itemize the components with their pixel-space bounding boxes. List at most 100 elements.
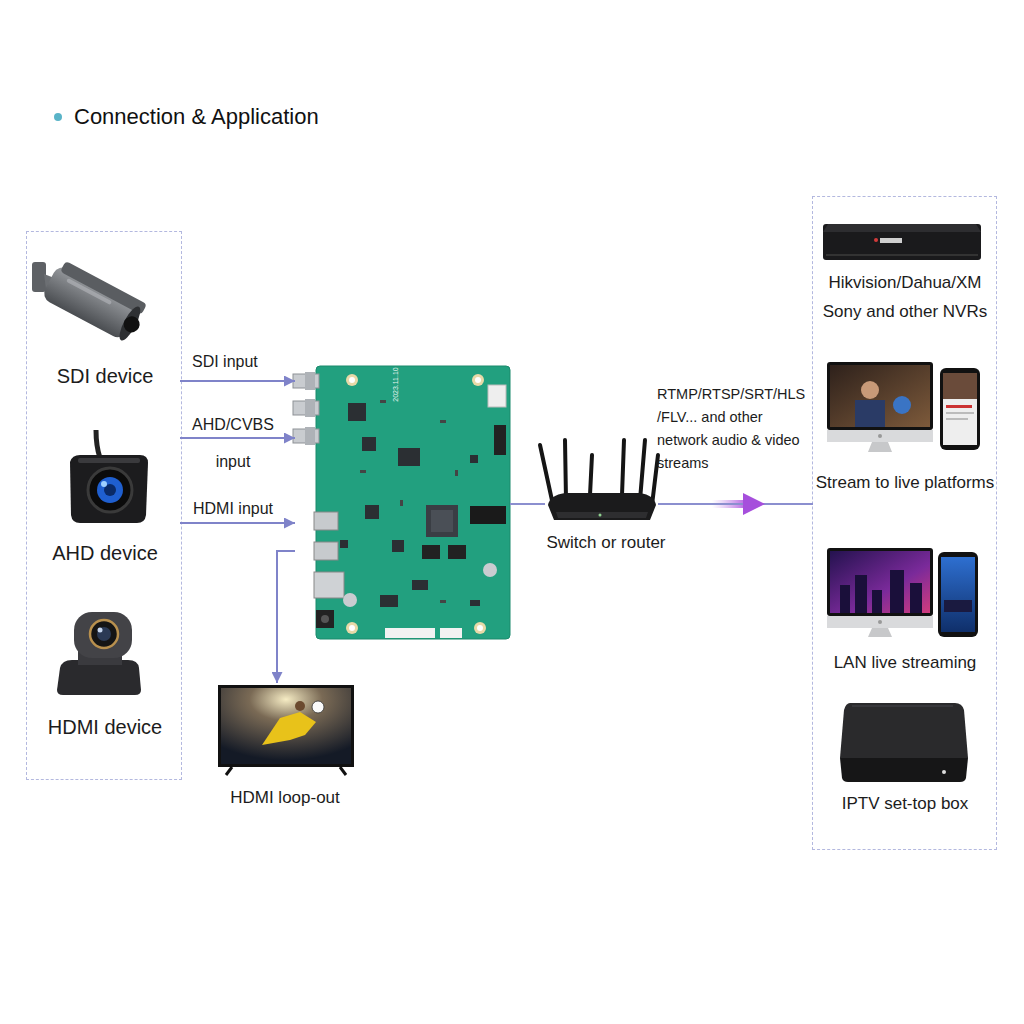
bullet-camera-part-part (60, 261, 147, 315)
pcb-board-part (470, 506, 506, 524)
router-part (599, 514, 602, 517)
ptz-camera-part (97, 627, 111, 641)
ahd-camera-part (88, 468, 132, 512)
set-top-box (840, 703, 968, 782)
display-node: HDMI loop-out (210, 683, 360, 813)
output-node: LAN live streaming (815, 540, 995, 680)
live-platform-screens-part (940, 368, 980, 450)
pcb-board-part (305, 399, 315, 417)
set-top-box-part (840, 703, 968, 758)
pcb-board-part (455, 470, 458, 476)
live-platform-screens-part (946, 418, 968, 420)
pcb-board-part (349, 625, 355, 631)
pcb-board-part (472, 374, 484, 386)
pcb-board-part (380, 400, 386, 403)
device-node: SDI device (30, 250, 180, 395)
live-platform-screens-part (943, 373, 977, 445)
pcb-board-part (316, 610, 334, 628)
stream-arrow-tail (712, 500, 747, 508)
pcb-board-part (343, 593, 357, 607)
connector-line (180, 522, 295, 524)
encoder-board: 2023.11.10 (295, 362, 510, 642)
pcb-board-part (316, 366, 510, 639)
node-label: IPTV set-top box (812, 793, 998, 815)
pcb-board-part (346, 622, 358, 634)
pcb-board-part (305, 372, 315, 390)
router-part (590, 455, 592, 495)
live-platform-screens-part (827, 362, 933, 430)
live-platform-screens-part (946, 412, 974, 414)
bullet-camera-part-part (66, 278, 112, 305)
television-part (312, 701, 324, 713)
set-top-box-part (942, 770, 946, 774)
device-node: AHD device (30, 400, 180, 570)
nvr-recorder-part (826, 254, 978, 256)
live-platform-screens-part (830, 365, 930, 427)
ahd-camera-part (96, 430, 100, 458)
live-platform-screens-part (855, 400, 885, 427)
connector-line (180, 437, 295, 439)
ptz-camera-part (57, 660, 141, 695)
nvr-recorder-part (823, 224, 981, 232)
pcb-board-part (314, 572, 344, 598)
pcb-board-part (475, 377, 481, 383)
set-top-box-part (852, 705, 953, 707)
lan-screens-part (840, 585, 850, 613)
lan-screens-part (890, 570, 904, 613)
node-label: Stream to live platforms (812, 472, 998, 494)
nvr-recorder (823, 224, 981, 260)
pcb-board-part (426, 505, 458, 537)
pcb-board-part (470, 455, 478, 463)
live-platform-screens-part (827, 430, 933, 442)
pcb-board-part (321, 615, 329, 623)
pcb-board-part (346, 374, 358, 386)
bullet-camera-part (41, 259, 151, 345)
node-label: AHD device (30, 541, 180, 565)
pcb-board-part (440, 600, 446, 603)
connector-line (277, 551, 295, 683)
pcb-board-part (398, 448, 420, 466)
pcb-board-part (362, 437, 376, 451)
output-group: Hikvision/Dahua/XM Sony and other NVRsSt… (813, 197, 996, 849)
pcb-board-part (440, 628, 462, 638)
live-platform-screens-part (868, 442, 892, 452)
router-part (556, 512, 648, 518)
ahd-camera-part (97, 477, 123, 503)
node-label: SDI device (30, 364, 180, 388)
ahd-camera-part (78, 458, 140, 463)
ptz-camera-part (98, 628, 103, 633)
device-group: SDI deviceAHD deviceHDMI device (27, 232, 181, 779)
television (218, 685, 354, 775)
ptz-camera (57, 612, 141, 695)
pcb-board-part (431, 510, 453, 532)
pcb-board-part (305, 427, 315, 445)
output-node: Stream to live platforms (815, 355, 995, 500)
node-label: Hikvision/Dahua/XM Sony and other NVRs (815, 268, 995, 326)
pcb-board-part (422, 545, 440, 559)
pcb-board-part (477, 625, 483, 631)
pcb-board-part (483, 563, 497, 577)
live-platform-screens-part (893, 396, 911, 414)
pcb-board-part (385, 628, 435, 638)
television-part (218, 685, 354, 767)
pcb-board-part (494, 425, 506, 455)
title-bullet (54, 113, 62, 121)
pcb-board-part (340, 540, 348, 548)
connector-line (510, 503, 545, 505)
pcb-board-part (400, 500, 403, 506)
lan-screens-part (938, 552, 978, 637)
pcb-board-part (448, 545, 466, 559)
lan-screens-part (827, 616, 933, 628)
lan-screens-part (878, 620, 882, 624)
edge-label: HDMI input (193, 499, 293, 519)
output-node: IPTV set-top box (815, 695, 995, 820)
pcb-board-part (348, 403, 366, 421)
lan-screens-part (827, 548, 933, 616)
router-part (565, 440, 566, 500)
nvr-recorder-part (823, 224, 981, 260)
bullet-camera-part-part (116, 304, 144, 343)
nvr-recorder-part (880, 238, 902, 243)
